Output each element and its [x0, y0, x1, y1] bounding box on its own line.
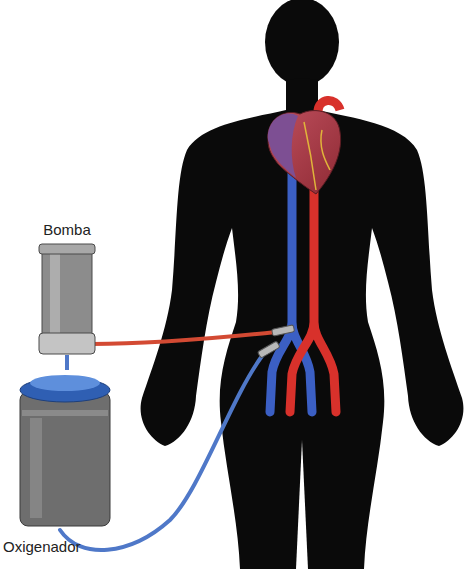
woman-silhouette	[141, 0, 464, 569]
arterial-tube	[92, 332, 276, 344]
pump-node: Bomba	[38, 243, 96, 355]
part-label: Bomba	[43, 221, 91, 239]
part-label: Oxigenador	[3, 538, 81, 556]
oxygenator-node: Oxigenador	[18, 370, 112, 530]
pump-shape	[38, 243, 96, 355]
oxygenator-shape	[18, 370, 112, 530]
heart	[268, 100, 341, 194]
blood-tube	[65, 355, 69, 370]
cannulas	[257, 325, 294, 358]
